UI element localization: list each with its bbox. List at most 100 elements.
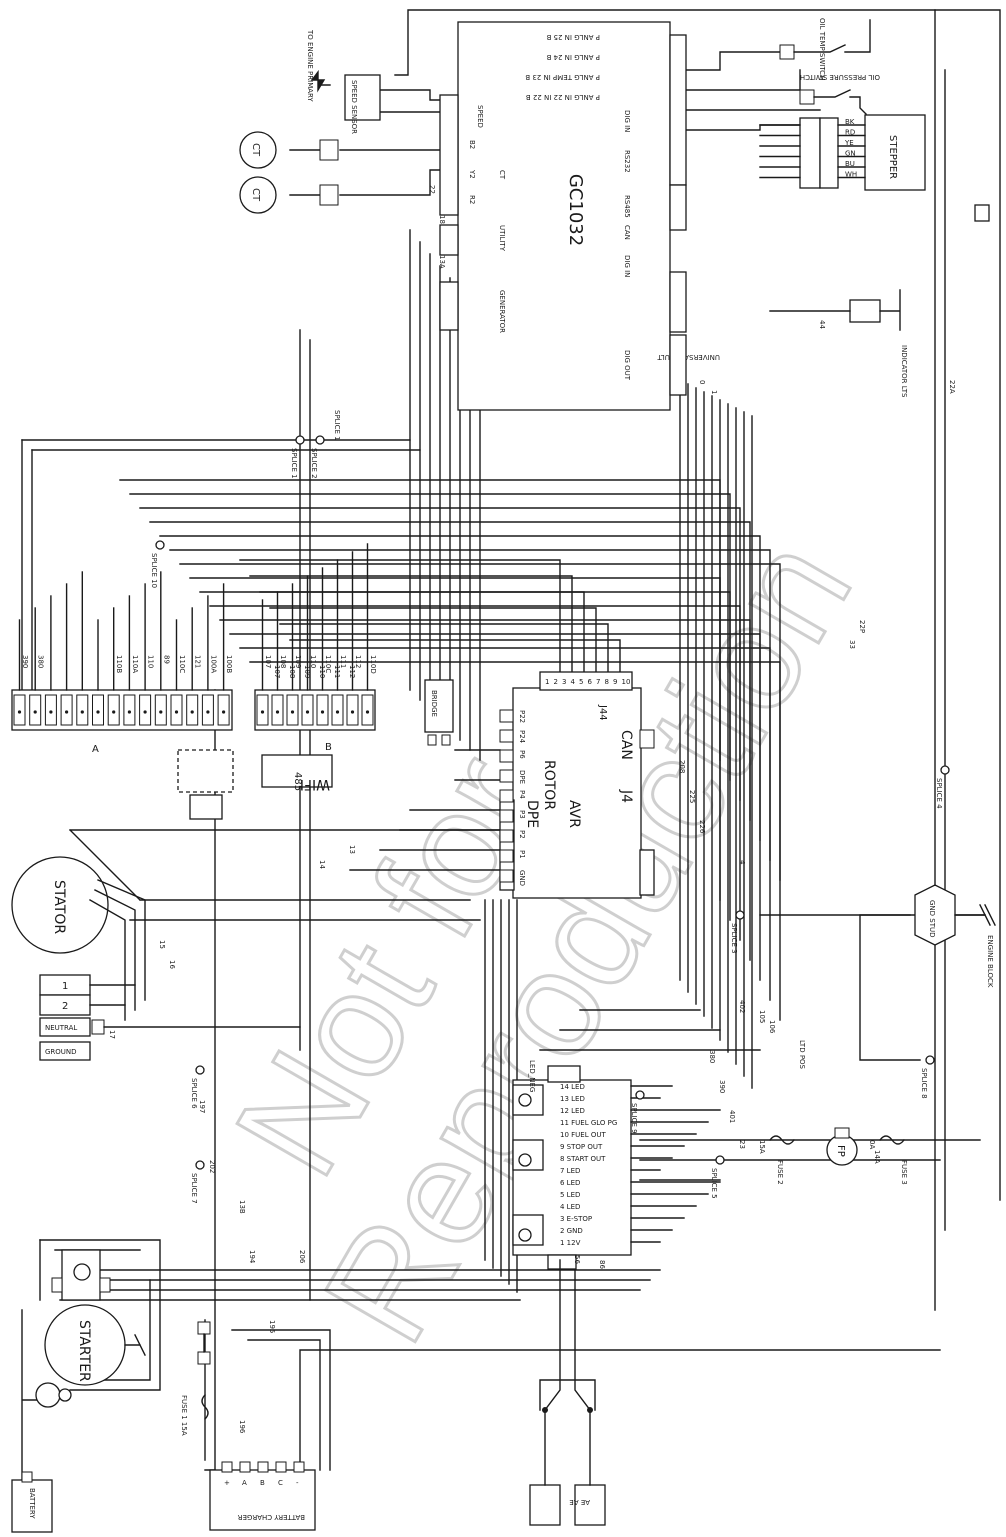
wire-label: 0: [698, 380, 706, 384]
terminal-a-screw: [206, 710, 210, 714]
wire-label: 16: [168, 960, 176, 969]
wire-label: 401: [728, 1110, 736, 1123]
wire-label: 23: [738, 1140, 746, 1149]
gc-group-speed: SPEED: [476, 105, 484, 128]
gc-group-rs232: RS232: [623, 150, 631, 173]
wire-label: 390: [718, 1080, 726, 1093]
wire-label: 208: [678, 760, 686, 773]
splice-label: SPLICE 2: [310, 448, 318, 479]
terminal-a-screw: [159, 710, 163, 714]
bridge-rectifier: BRIDGE: [424, 679, 454, 746]
splice-label: SPLICE 1: [290, 448, 298, 479]
avr-pin: [499, 869, 514, 883]
terminal-a-slot: [76, 694, 89, 726]
terminal-b-wire-label: 111: [339, 655, 347, 668]
avr-pin: [499, 829, 514, 843]
terminal-b-wire-label: 109: [294, 655, 302, 668]
gc-group-utility: UTILITY: [498, 225, 506, 252]
terminal-a-screw: [190, 710, 194, 714]
splice-label: SPLICE 10: [150, 553, 158, 588]
terminal-b-slot: [316, 694, 329, 726]
terminal-a-screw: [96, 710, 100, 714]
ct-upper-label: CT: [250, 143, 261, 157]
avr-label: AVR: [566, 800, 582, 828]
gc-group-generator: GENERATOR: [498, 290, 506, 333]
terminal-a-slot: [107, 694, 120, 726]
terminal-a-slot: [170, 694, 183, 726]
terminal-a-slot: [139, 694, 152, 726]
wire-label: 0A: [868, 1140, 876, 1149]
terminal-b-screw: [365, 710, 370, 714]
terminal-a-screw: [49, 710, 53, 714]
relay-pin-label: 11 FUEL GLO PG: [560, 1119, 617, 1127]
j44-pin: 4: [571, 678, 576, 686]
relay-pin-label: 6 LED: [560, 1179, 580, 1187]
ae-label: AE AE: [569, 1498, 590, 1506]
harness-wire: [259, 591, 585, 673]
oil-temp-switch-label: OIL TEMP SWITCH: [818, 18, 826, 80]
wifi-label: WIFI: [300, 776, 330, 792]
terminal-a-slot: [13, 694, 26, 726]
splice-label: SPLICE 8: [920, 1068, 928, 1099]
relay-pin-label: 8 START OUT: [560, 1155, 606, 1163]
indicator-label: INDICATOR LTS: [900, 345, 908, 398]
j44-label: J44: [597, 704, 608, 721]
splice-label: SPLICE 4: [935, 778, 943, 809]
splice-dot: [315, 435, 325, 445]
gc-pin-b2: B2: [468, 140, 476, 149]
terminal-b-label: B: [325, 742, 332, 753]
engine-block-label: ENGINE BLOCK: [986, 935, 994, 988]
relay-pin-label: 9 STOP OUT: [560, 1143, 603, 1151]
bracket-marker: [974, 204, 990, 222]
harness-wire: [239, 559, 561, 673]
charger-pin: [257, 1461, 269, 1473]
wire-label: 402: [738, 1000, 746, 1013]
relay-pin-label: 3 E-STOP: [560, 1215, 592, 1223]
relay-pin-label: 14 LED: [560, 1083, 585, 1091]
charger-pin-label: C: [278, 1479, 283, 1487]
ct-lower: CT: [239, 176, 339, 214]
harness-wire: [219, 619, 751, 961]
terminal-a-wire-label: 110: [147, 655, 155, 668]
ct-lower-label: CT: [250, 188, 261, 202]
oil-temp-switch: OIL TEMP SWITCH: [779, 18, 871, 80]
ground-label: GROUND: [45, 1048, 77, 1056]
harness-wire: [279, 623, 609, 673]
wire-label: 106: [768, 1020, 776, 1034]
starter-label: STARTER: [76, 1320, 92, 1382]
terminal-b-slot: [361, 694, 374, 726]
terminal-b-wire-label: 107: [264, 655, 272, 668]
wire-label: SPLICE 1: [333, 410, 341, 441]
wire-label: 13A: [438, 255, 446, 269]
starter-relay: [35, 1382, 72, 1408]
fuse-1-label: FUSE 1 15A: [180, 1395, 188, 1436]
oil-pressure-switch: OIL PRESSURE SWITCH: [799, 73, 880, 115]
splice-label: SPLICE 3: [730, 923, 738, 954]
avr-pin-label: P3: [518, 810, 526, 819]
fuse-3-label: FUSE 3: [900, 1160, 908, 1185]
avr-pin: [499, 769, 514, 783]
gc-right-pin-24: P ANLG IN 24 B: [546, 53, 600, 61]
stepper-wire-label: WH: [845, 171, 857, 179]
stator-output-1: 1: [62, 981, 68, 992]
terminal-b-screw: [260, 710, 265, 714]
wire-label: 17: [108, 1030, 116, 1039]
relay-pin-label: 5 LED: [560, 1191, 580, 1199]
j44-pin: 10: [622, 678, 631, 686]
ct-upper: CT: [239, 131, 339, 169]
stepper-wire-label: BU: [845, 160, 855, 168]
j44-pin: 7: [596, 678, 600, 686]
wire-label: 109: [303, 665, 311, 678]
terminal-b-wire-label: 110: [309, 655, 317, 668]
fuse-1: FUSE 1 15A: [180, 1394, 209, 1436]
key-switch: [197, 1321, 211, 1365]
terminal-a-screw: [143, 710, 147, 714]
terminal-b-screw: [305, 710, 310, 714]
charger-pin-label: -: [296, 1479, 299, 1487]
gc-right-pin-22: P ANLG IN 22 IN 22 B: [526, 93, 600, 101]
charger-pin-label: +: [224, 1479, 230, 1487]
gc-group-dig-out: DIG OUT: [623, 350, 631, 381]
wire-label: 22A: [948, 380, 956, 394]
